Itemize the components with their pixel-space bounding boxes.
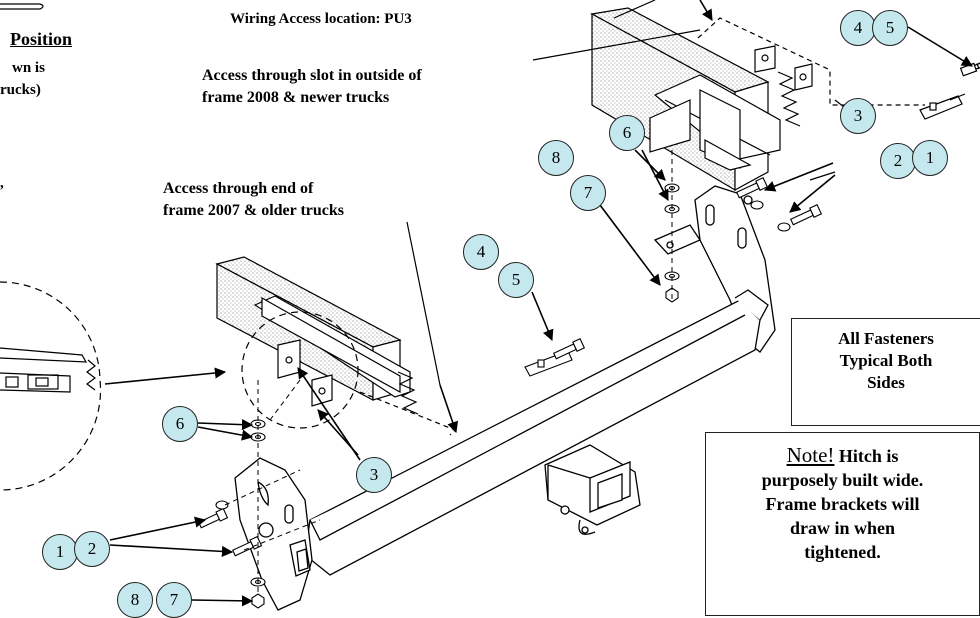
- callout-6-top: 6: [609, 115, 645, 151]
- slot-access-note-line2: frame 2008 & newer trucks: [202, 89, 390, 106]
- end-access-note-line2: frame 2007 & older trucks: [163, 202, 344, 219]
- callout-8-bottom: 8: [117, 582, 153, 618]
- detail-inset: [0, 281, 102, 491]
- left-fragment-2: rucks): [0, 82, 41, 98]
- note-line4: draw in when: [789, 518, 896, 538]
- left-fragment-1: wn is: [12, 60, 45, 76]
- alignment-lines: [224, 150, 673, 595]
- callout-3-top: 3: [840, 98, 876, 134]
- callout-7-top: 7: [570, 175, 606, 211]
- callout-5-top: 5: [872, 10, 908, 46]
- fasteners-line3: Sides: [867, 373, 905, 392]
- callout-8-top: 8: [538, 140, 574, 176]
- note-line3: Frame brackets will: [765, 494, 920, 514]
- callout-3-left: 3: [356, 457, 392, 493]
- note-title: Note!: [786, 443, 835, 467]
- end-access-note-line1: Access through end of: [163, 180, 314, 197]
- callout-7-bottom: 7: [156, 582, 192, 618]
- fasteners-line2: Typical Both: [839, 351, 933, 370]
- right-frame-rail: [590, 7, 925, 192]
- callout-4-top: 4: [840, 10, 876, 46]
- position-title: Position: [10, 29, 73, 49]
- top-left-fragment: [0, 3, 44, 10]
- callout-2-bottom: 2: [74, 531, 110, 567]
- receiver-hitch: [304, 289, 769, 576]
- fish-wire-top: [919, 59, 980, 120]
- callout-1-bottom: 1: [42, 534, 78, 570]
- callout-4-mid: 4: [463, 234, 499, 270]
- left-fragment-3: ,: [0, 175, 4, 191]
- note-line2: purposely built wide.: [761, 470, 924, 490]
- width-note-box: Note! Hitch is purposely built wide. Fra…: [705, 432, 980, 616]
- leader-lines: [104, 0, 973, 607]
- callout-5-mid: 5: [498, 262, 534, 298]
- note-line1-rest: Hitch is: [834, 446, 899, 466]
- left-bracket-plate: [234, 457, 313, 611]
- callout-2-top: 2: [880, 143, 916, 179]
- slot-access-note-line1: Access through slot in outside of: [202, 67, 422, 84]
- callout-6-left: 6: [162, 406, 198, 442]
- fasteners-note-box: All Fasteners Typical Both Sides: [791, 318, 980, 426]
- note-line5: tightened.: [804, 542, 881, 562]
- wiring-access-label: Wiring Access location: PU3: [230, 11, 412, 27]
- callout-1-top: 1: [912, 140, 948, 176]
- fasteners-line1: All Fasteners: [838, 329, 934, 348]
- left-frame-rail: [215, 256, 457, 436]
